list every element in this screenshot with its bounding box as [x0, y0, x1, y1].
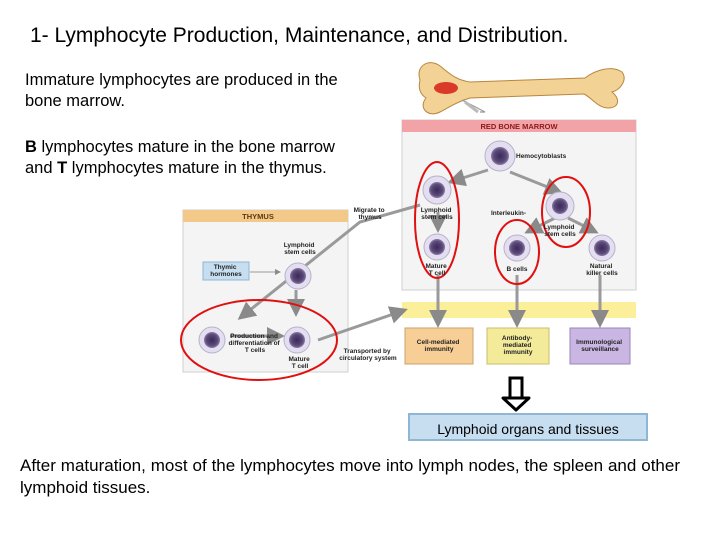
highlight-ovals: [180, 161, 591, 381]
cell-mediated-box: [404, 327, 474, 365]
thymus-label: THYMUS: [242, 212, 274, 221]
cells: [198, 140, 616, 354]
label-mature-t-cell-thymus: Mature T cell: [288, 356, 311, 370]
t-text: lymphocytes mature in the thymus.: [67, 159, 327, 177]
paragraph-after-maturation: After maturation, most of the lymphocyte…: [20, 456, 680, 497]
paragraph-maturation-sites: B lymphocytes mature in the bone marrow …: [25, 137, 345, 179]
label-thymus-lymphoid: Lymphoid stem cells: [284, 242, 317, 256]
page-title: 1- Lymphocyte Production, Maintenance, a…: [30, 24, 569, 47]
label-lymphoid-stem-1: Lymphoid stem cells: [421, 207, 454, 221]
antibody-box: [486, 327, 550, 365]
thymic-hormones-box: [202, 261, 250, 281]
label-immuno: Immunological surveillance: [576, 339, 624, 353]
label-migrate: Migrate to thymus: [354, 207, 387, 221]
label-cell-mediated: Cell-mediated immunity: [417, 339, 461, 353]
b-text: lymphocytes mature in the bone marrow an…: [25, 138, 335, 177]
label-nk-cells: Natural killer cells: [586, 263, 618, 277]
bone-illustration: [418, 62, 625, 115]
down-arrow-icon: [501, 376, 531, 412]
label-antibody: Antibody- mediated immunity: [502, 335, 534, 356]
label-production: Production and differentiation of T cell…: [228, 333, 281, 354]
label-thymic-hormones: Thymic hormones: [210, 264, 242, 278]
red-bone-marrow-label: RED BONE MARROW: [480, 122, 558, 131]
label-lymphoid-stem-2: Lymphoid stem cells: [544, 224, 577, 238]
lymphoid-organs-box: Lymphoid organs and tissues: [408, 413, 648, 441]
b-letter: B: [25, 138, 37, 156]
immuno-box: [569, 327, 631, 365]
label-hemocytoblasts: Hemocytoblasts: [516, 153, 567, 160]
paragraph-bone-marrow: Immature lymphocytes are produced in the…: [25, 71, 338, 110]
label-b-cells: B cells: [507, 266, 528, 273]
t-letter: T: [57, 159, 68, 177]
label-transported: Transported by circulatory system: [339, 348, 397, 362]
red-bone-marrow-panel: RED BONE MARROW: [401, 119, 637, 291]
label-mature-t-cell-marrow: Mature T cell: [425, 263, 448, 277]
label-interleukin: Interleukin-: [491, 210, 526, 217]
flow-arrows: [230, 168, 609, 345]
